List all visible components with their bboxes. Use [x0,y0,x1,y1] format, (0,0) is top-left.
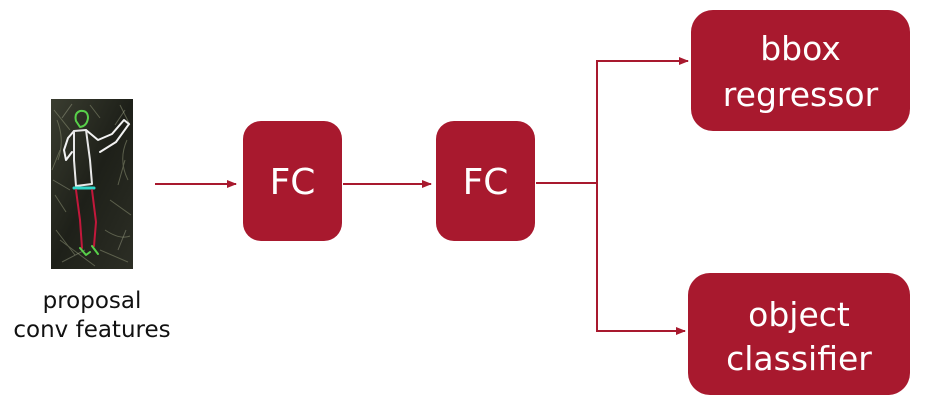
input-caption-line-2: conv features [13,317,171,343]
fc-layer-1-box: FC [243,121,342,241]
bbox-regressor-box: bbox regressor [691,10,910,131]
bbox-regressor-label-line-2: regressor [723,75,879,114]
arrow-to-bbox-regressor [596,57,689,183]
fc-layer-2-label: FC [463,162,509,203]
object-classifier-label-line-2: classifier [726,339,872,378]
pedestrian-edge-map-image [51,99,133,269]
arrow-to-object-classifier [596,183,686,335]
fc-layer-2-box: FC [436,121,535,241]
connectors [155,57,689,335]
object-classifier-label-line-1: object [748,295,850,334]
fc-layer-1-label: FC [270,162,316,203]
bbox-regressor-label-line-1: bbox [760,29,841,68]
input-caption: proposal conv features [0,287,184,345]
object-classifier-box: object classifier [688,273,910,395]
input-caption-line-1: proposal [42,288,142,314]
